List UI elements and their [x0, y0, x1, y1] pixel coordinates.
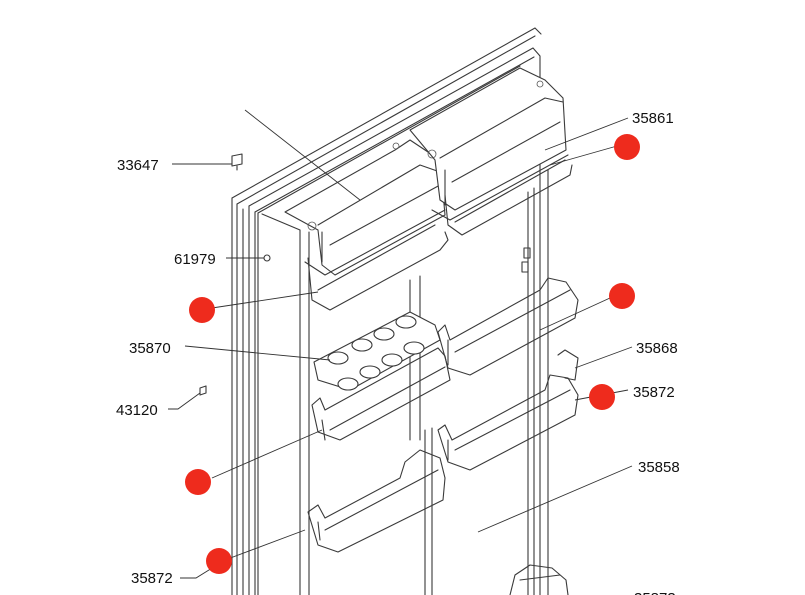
marker-dot [185, 469, 211, 495]
label-35861: 35861 [632, 110, 674, 127]
marker-dot [614, 134, 640, 160]
screw-43120 [199, 385, 207, 396]
label-cut: 35873 [634, 590, 676, 595]
bin-35868-small [557, 349, 579, 381]
dairy-compartment-right [409, 67, 573, 236]
marker-dot [589, 384, 615, 410]
label-35872-bottom: 35872 [131, 570, 173, 587]
door-shelf-right-lower [437, 374, 579, 471]
pin-61979 [263, 254, 271, 262]
door-shelf-right-upper [437, 277, 579, 376]
label-35868: 35868 [636, 340, 678, 357]
label-35870: 35870 [129, 340, 171, 357]
part-labels: 33647 61979 35870 43120 35872 35861 3586… [116, 110, 680, 595]
label-61979: 61979 [174, 251, 216, 268]
label-43120: 43120 [116, 402, 158, 419]
door-frame [231, 27, 549, 595]
marker-dot [189, 297, 215, 323]
egg-tray [313, 311, 441, 391]
screw-33647 [231, 153, 243, 171]
marker-dot [206, 548, 232, 574]
label-33647: 33647 [117, 157, 159, 174]
leader-lines [168, 109, 633, 579]
label-35872-right: 35872 [633, 384, 675, 401]
marker-dot [609, 283, 635, 309]
door-shelf-left-lower [307, 449, 446, 553]
label-35858: 35858 [638, 459, 680, 476]
bottle-shelf-bottom [509, 564, 569, 595]
red-markers [185, 134, 640, 574]
